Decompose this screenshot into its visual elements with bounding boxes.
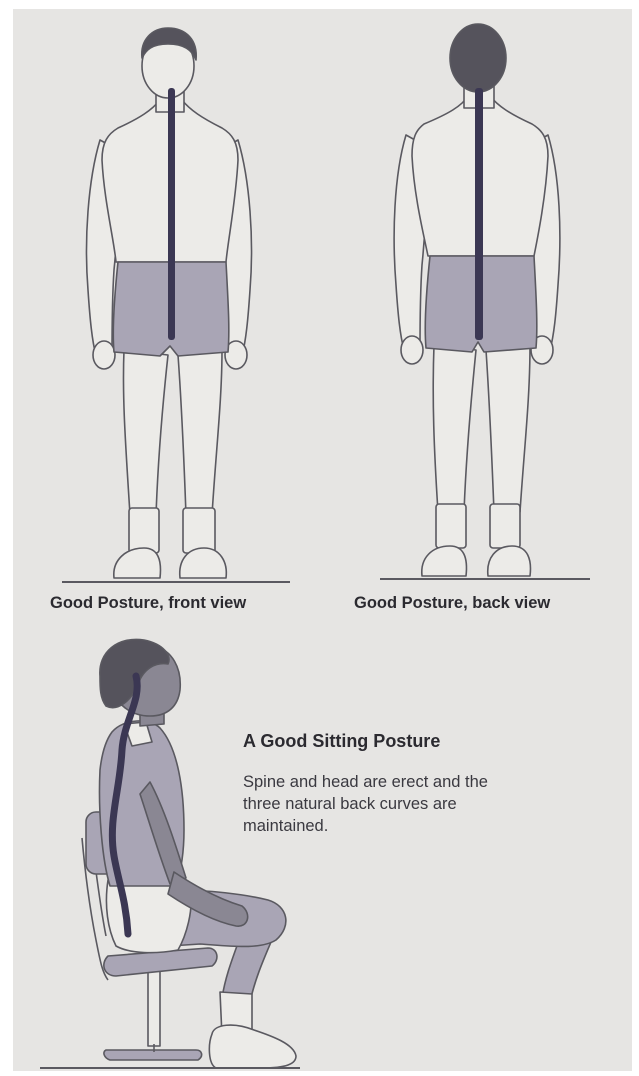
front-spine-line [168, 88, 175, 340]
back-spine-line [475, 88, 483, 340]
sitting-posture-description: Spine and head are erect and the three n… [243, 771, 613, 837]
description-line: maintained. [243, 815, 613, 837]
caption-front-view: Good Posture, front view [50, 594, 246, 613]
caption-back-view: Good Posture, back view [354, 594, 550, 613]
description-line: three natural back curves are [243, 793, 613, 815]
description-line: Spine and head are erect and the [243, 771, 613, 793]
sitting-posture-title: A Good Sitting Posture [243, 731, 440, 752]
